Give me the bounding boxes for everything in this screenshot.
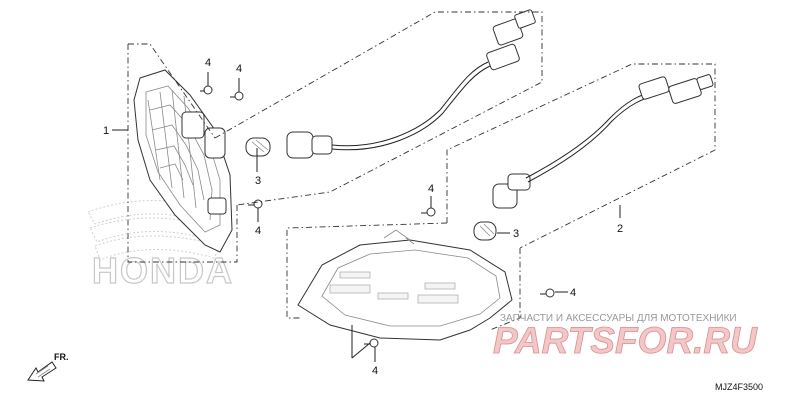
front-direction-arrow [27,361,57,382]
callout-4-screw-d: 4 [428,183,434,195]
bracket-part-2 [446,63,716,249]
bracket-part-1 [127,44,238,263]
leader-lines [112,72,621,362]
socket-harness-front [286,9,536,159]
callout-3-rear: 3 [513,228,519,240]
turn-signal-assembly-rear [297,229,513,341]
turn-signal-assembly-front [133,69,233,253]
honda-watermark-text: HONDA [92,250,234,291]
socket-harness-rear [492,74,714,209]
screw-front-upper-b [230,91,244,101]
callout-4-screw-f: 4 [372,365,378,377]
site-name-watermark: PARTSFOR.RU [493,320,758,361]
callout-3-front: 3 [255,175,261,187]
screw-rear-right [540,288,555,298]
bulb-front [245,137,271,157]
callout-4-screw-a: 4 [205,57,211,69]
screw-front-upper-a [200,85,213,95]
callout-4-screw-b: 4 [236,63,242,75]
screw-rear-upper [421,207,436,217]
bulb-rear [473,221,497,241]
callout-4-screw-e: 4 [570,287,576,299]
diagram-code: MJZ4F3500 [715,382,763,392]
fr-label: FR. [54,352,69,362]
screw-front-lower [248,199,263,209]
callout-2: 2 [617,223,623,235]
callout-4-screw-c: 4 [255,225,261,237]
site-tagline-watermark: ЗАПЧАСТИ И АКСЕССУАРЫ ДЛЯ МОТОТЕХНИКИ [500,313,737,324]
callout-1: 1 [103,125,109,137]
